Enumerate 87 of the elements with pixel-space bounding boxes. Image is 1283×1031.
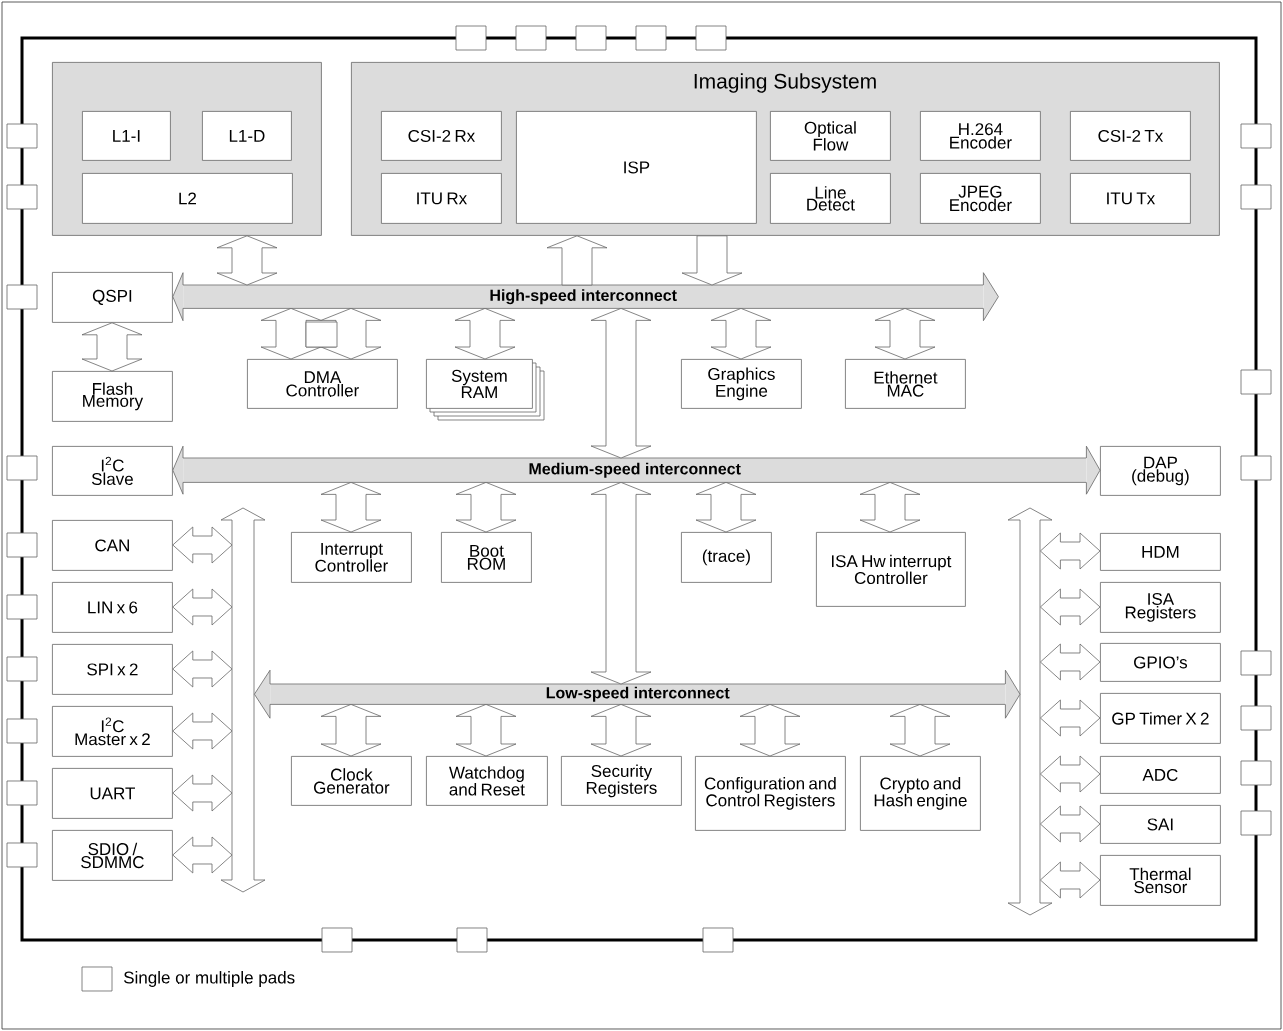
module-box: Interrupt Controller <box>291 532 412 583</box>
module-box: Line Detect <box>770 173 891 224</box>
double-arrow <box>81 322 143 372</box>
bus-arrowhead <box>1086 445 1101 495</box>
double-arrow <box>172 836 233 874</box>
module-box: CAN <box>52 520 173 571</box>
module-box: DAP (debug) <box>1100 446 1221 496</box>
module-box: JPEG Encoder <box>920 173 1041 224</box>
arrow <box>546 235 608 286</box>
double-arrow <box>739 704 801 757</box>
double-arrow <box>889 704 951 757</box>
double-arrow <box>859 482 921 533</box>
bus-bar <box>1007 507 1053 916</box>
double-arrow <box>590 482 652 685</box>
module-box: LIN x 6 <box>52 582 173 633</box>
module-box: L1-I <box>82 111 171 161</box>
double-arrow <box>320 704 382 757</box>
stacked-memory-box: System RAM <box>426 359 545 421</box>
double-arrow <box>695 482 757 533</box>
module-box: Optical Flow <box>770 111 891 161</box>
module-box: H.264 Encoder <box>920 111 1041 161</box>
bus-arrowhead <box>254 669 271 719</box>
module-box: Clock Generator <box>291 756 412 806</box>
module-box: ISP <box>516 111 757 224</box>
module-box: ADC <box>1100 756 1221 794</box>
module-box: SAI <box>1100 805 1221 844</box>
node-label: Low-speed interconnect <box>546 686 730 702</box>
double-arrow <box>260 308 322 360</box>
module-box: SPI x 2 <box>52 644 173 695</box>
module-box: L1-D <box>202 111 292 161</box>
module-box: HDM <box>1100 533 1221 571</box>
double-arrow <box>1040 755 1101 793</box>
double-arrow <box>590 704 652 757</box>
double-arrow <box>1040 643 1101 681</box>
bus-arrowhead <box>1005 669 1021 719</box>
module-box: Graphics Engine <box>681 359 802 409</box>
double-arrow <box>874 308 936 360</box>
module-box: GPIO’s <box>1100 643 1221 682</box>
module-box: ITU Tx <box>1070 173 1191 224</box>
module-box: L2 <box>82 173 293 224</box>
module-box: ISA Registers <box>1100 582 1221 633</box>
double-arrow <box>455 704 517 757</box>
double-arrow <box>320 308 382 360</box>
module-box: Configuration and Control Registers <box>695 756 846 831</box>
double-arrow <box>1040 699 1101 737</box>
module-box: ITU Rx <box>381 173 502 224</box>
double-arrow <box>1040 805 1101 843</box>
module-box: Watchdog and Reset <box>426 756 548 806</box>
double-arrow <box>172 774 233 812</box>
double-arrow <box>710 308 772 360</box>
double-arrow <box>454 308 516 360</box>
module-box: Flash Memory <box>52 371 173 422</box>
double-arrow <box>590 308 652 459</box>
module-box: Ethernet MAC <box>845 359 966 409</box>
node-label: High-speed interconnect <box>490 289 677 305</box>
module-box: Security Registers <box>561 756 682 806</box>
legend-text: Single or multiple pads <box>124 971 295 987</box>
module-box: SDIO / SDMMC <box>52 830 173 881</box>
module-box: Boot ROM <box>441 532 532 583</box>
double-arrow <box>172 650 233 688</box>
double-arrow <box>216 235 278 286</box>
double-arrow <box>455 482 517 533</box>
double-arrow <box>172 588 233 626</box>
double-arrow <box>1040 588 1101 626</box>
module-box: I$^{2}$C Slave <box>52 446 173 496</box>
arrow <box>681 235 743 286</box>
module-box: Thermal Sensor <box>1100 855 1221 906</box>
module-box: CSI-2 Rx <box>381 111 502 161</box>
bus-arrowhead <box>172 272 184 322</box>
module-box: Crypto and Hash engine <box>860 756 981 831</box>
double-arrow <box>172 712 233 750</box>
node-label: Medium-speed interconnect <box>529 462 741 478</box>
double-arrow <box>1040 532 1101 570</box>
double-arrow <box>1040 861 1101 899</box>
module-box: I$^{2}$C Master x 2 <box>52 706 173 757</box>
module-box: UART <box>52 768 173 819</box>
bus-arrowhead <box>172 445 184 495</box>
module-box: QSPI <box>52 272 173 323</box>
double-arrow <box>172 526 233 564</box>
module-box: DMA Controller <box>247 359 398 409</box>
bus-arrowhead <box>983 272 999 322</box>
module-box: GP Timer X 2 <box>1100 693 1221 744</box>
module-box: CSI-2 Tx <box>1070 111 1191 161</box>
module-box: ISA Hw interrupt Controller <box>816 532 966 607</box>
module-box: (trace) <box>681 532 772 583</box>
double-arrow <box>320 482 382 533</box>
bus-bar <box>220 507 266 893</box>
